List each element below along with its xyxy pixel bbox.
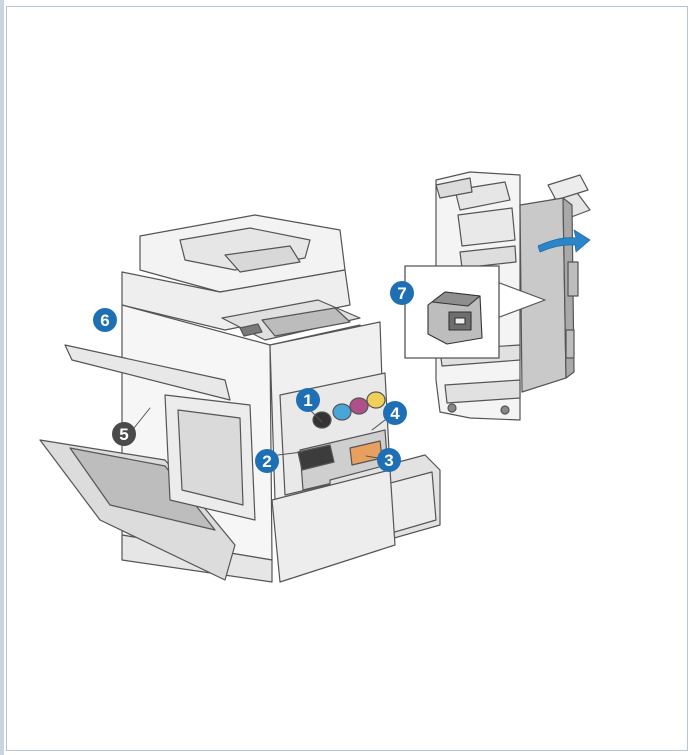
callout-3-label: 3 <box>384 451 393 470</box>
staple-cartridge-illustration <box>428 292 482 344</box>
callout-7-label: 7 <box>397 284 406 303</box>
callout-7: 7 <box>390 281 414 305</box>
printer-illustration <box>40 215 440 582</box>
callout-4-label: 4 <box>390 404 400 423</box>
callout-5-label: 5 <box>119 425 128 444</box>
callout-2-label: 2 <box>262 452 271 471</box>
callout-6-label: 6 <box>100 311 109 330</box>
callout-1-label: 1 <box>303 391 312 410</box>
callout-6: 6 <box>93 308 117 332</box>
